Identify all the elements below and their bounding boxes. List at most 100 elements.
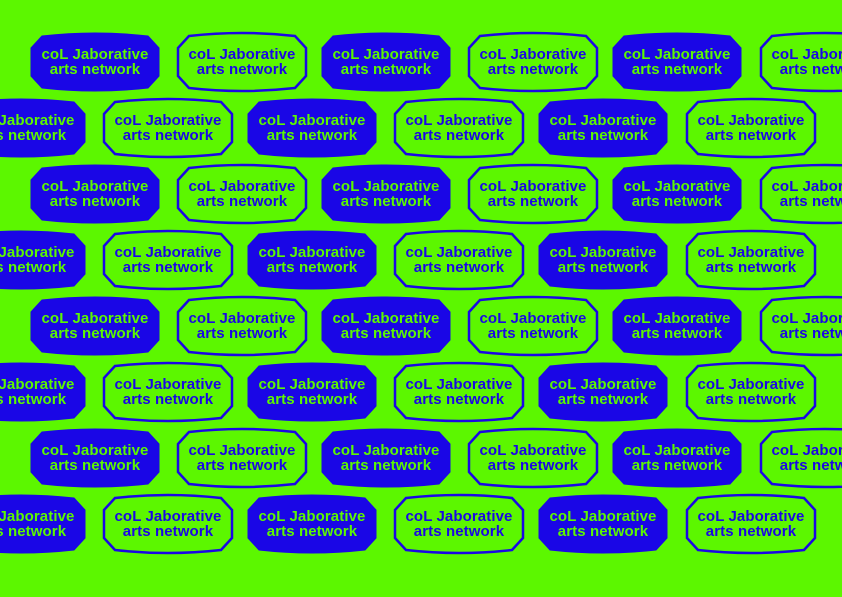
logo-line-1: coL Jaborative <box>479 310 587 327</box>
logo-line-1: coL Jaborative <box>479 178 587 195</box>
logo-line-1: coL Jaborative <box>549 244 657 261</box>
badge-shape <box>393 97 525 159</box>
logo-line-1: coL Jaborative <box>0 244 75 261</box>
badge-shape <box>30 296 160 356</box>
logo-line-1: coL Jaborative <box>114 376 222 393</box>
logo-line-2: arts network <box>487 457 579 474</box>
logo-line-2: arts network <box>779 61 842 78</box>
logo-line-1: coL Jaborative <box>188 46 296 63</box>
logo-line-1: coL Jaborative <box>114 508 222 525</box>
badge-shape <box>612 32 742 92</box>
logo-line-1: coL Jaborative <box>0 112 75 129</box>
logo-line-2: arts network <box>557 391 649 408</box>
logo-line-1: coL Jaborative <box>332 442 440 459</box>
logo-line-1: coL Jaborative <box>771 442 842 459</box>
logo-line-1: coL Jaborative <box>549 376 657 393</box>
logo-line-1: coL Jaborative <box>479 442 587 459</box>
logo-line-1: coL Jaborative <box>549 508 657 525</box>
badge-shape <box>759 31 842 93</box>
logo-line-2: arts network <box>413 391 505 408</box>
logo-line-2: arts network <box>557 259 649 276</box>
badge-shape <box>102 361 234 423</box>
logo-line-2: arts network <box>705 391 797 408</box>
badge-shape <box>759 295 842 357</box>
logo-line-2: arts network <box>340 61 432 78</box>
logo-line-2: arts network <box>266 391 358 408</box>
logo-line-2: arts network <box>779 325 842 342</box>
badge-shape <box>247 494 377 554</box>
logo-line-2: arts network <box>631 193 723 210</box>
logo-line-2: arts network <box>49 193 141 210</box>
logo-line-1: coL Jaborative <box>623 178 731 195</box>
logo-line-2: arts network <box>779 193 842 210</box>
badge-shape <box>612 428 742 488</box>
badge-shape <box>321 164 451 224</box>
logo-line-1: coL Jaborative <box>114 112 222 129</box>
logo-line-1: coL Jaborative <box>332 310 440 327</box>
badge-shape <box>685 97 817 159</box>
badge-shape <box>0 98 86 158</box>
logo-line-1: coL Jaborative <box>479 46 587 63</box>
badge-shape <box>759 427 842 489</box>
logo-line-2: arts network <box>557 523 649 540</box>
logo-line-2: arts network <box>413 259 505 276</box>
logo-line-1: coL Jaborative <box>405 112 513 129</box>
badge-shape <box>321 428 451 488</box>
logo-line-2: arts network <box>0 259 67 276</box>
logo-line-2: arts network <box>49 325 141 342</box>
badge-shape <box>538 494 668 554</box>
badge-shape <box>247 230 377 290</box>
badge-shape <box>0 230 86 290</box>
logo-line-2: arts network <box>122 523 214 540</box>
logo-line-1: coL Jaborative <box>771 46 842 63</box>
badge-shape <box>247 98 377 158</box>
logo-line-1: coL Jaborative <box>697 244 805 261</box>
badge-shape <box>467 31 599 93</box>
logo-line-1: coL Jaborative <box>623 442 731 459</box>
badge-shape <box>393 229 525 291</box>
badge-shape <box>102 229 234 291</box>
